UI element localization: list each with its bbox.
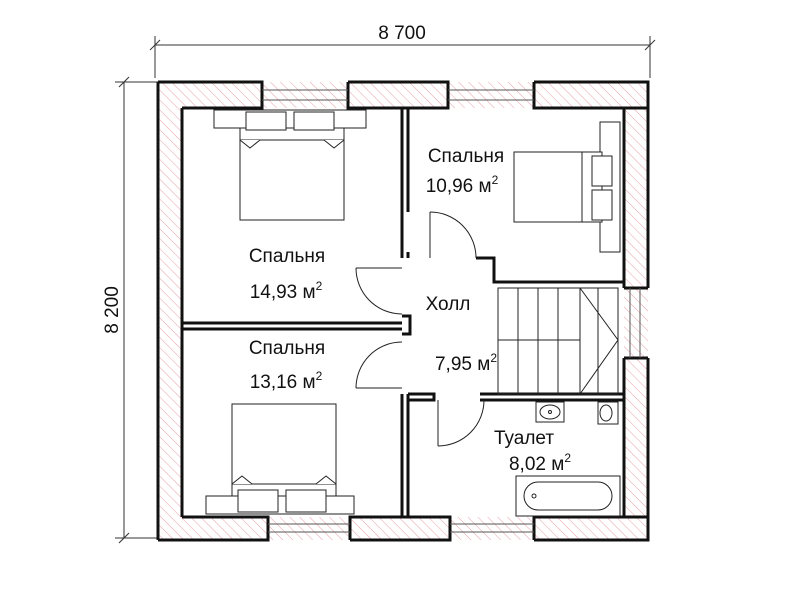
room-name-toilet: Туалет	[494, 428, 554, 449]
dimension-width	[149, 36, 656, 78]
sink	[535, 401, 565, 423]
bed-top-left	[213, 109, 367, 221]
bed-top-right	[513, 121, 621, 253]
room-name-hall: Холл	[426, 294, 471, 315]
doors	[355, 211, 485, 447]
room-area-bedroom-top-left: 14,93 м2	[250, 279, 323, 303]
bathtub	[515, 475, 621, 517]
staircase	[497, 287, 619, 395]
room-area-bedroom-top-right: 10,96 м2	[426, 173, 499, 197]
room-name-bedroom-top-left: Спальня	[249, 246, 325, 267]
outer-walls	[156, 80, 650, 542]
room-name-bedroom-top-right: Спальня	[428, 146, 504, 167]
dimension-width-label: 8 700	[378, 23, 426, 44]
room-area-hall: 7,95 м2	[435, 351, 497, 375]
dimension-height-label: 8 200	[102, 286, 123, 334]
room-area-bedroom-bottom-left: 13,16 м2	[250, 369, 323, 393]
toilet-bowl	[597, 401, 619, 425]
windows	[262, 89, 641, 533]
bed-bottom-left	[205, 403, 355, 515]
room-area-toilet: 8,02 м2	[509, 451, 571, 475]
room-name-bedroom-bottom-left: Спальня	[249, 338, 325, 359]
dimension-height	[115, 76, 158, 544]
